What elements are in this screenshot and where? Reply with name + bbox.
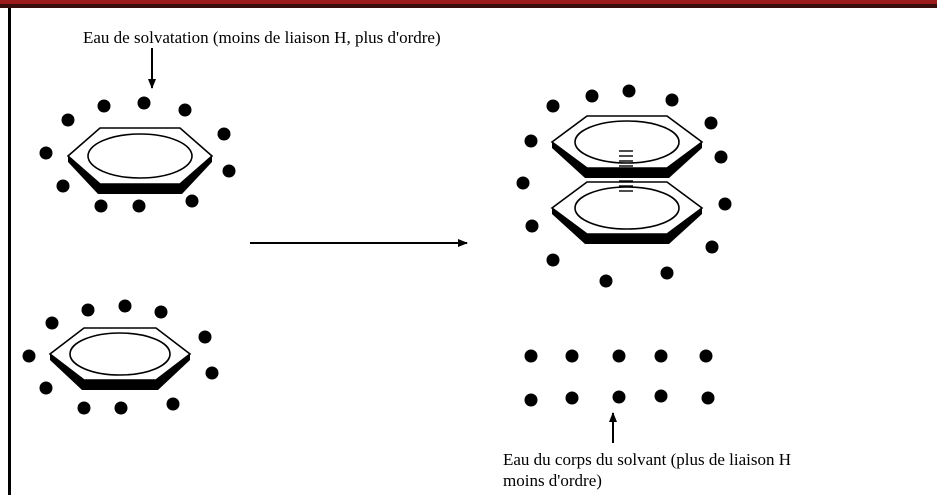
solvation-dot-stacked [524,134,538,148]
solvation-dot-bottom-left [81,303,95,317]
top-border [0,0,937,9]
stacked-benzene-lower [550,181,704,244]
pi-stacking-dashes [619,150,633,192]
solvation-dot-bottom-left [45,316,59,330]
solvation-dot-bottom-left [114,401,128,415]
solvation-dot-stacked [714,150,728,164]
bulk-water-dot [699,349,713,363]
solvation-dot-bottom-left [118,299,132,313]
solvation-dot-bottom-left [198,330,212,344]
solvation-dot-bottom-left [205,366,219,380]
solvation-dot-bottom-left [22,349,36,363]
solvation-dot-bottom-left [39,381,53,395]
solvation-dot-top-left [222,164,236,178]
solvation-dot-top-left [56,179,70,193]
solvation-dot-stacked [599,274,613,288]
solvation-dot-stacked [525,219,539,233]
bulk-water-dot [524,393,538,407]
solvation-dot-top-left [185,194,199,208]
bulk-water-dot [524,349,538,363]
solvation-dot-bottom-left [154,305,168,319]
solvation-dot-top-left [178,103,192,117]
solvation-dot-bottom-left [77,401,91,415]
bulk-water-dot [612,390,626,404]
top-border-dark [0,4,937,8]
solvation-dot-top-left [132,199,146,213]
solvation-dot-stacked [516,176,530,190]
solvation-dot-stacked [585,89,599,103]
solvation-dot-top-left [61,113,75,127]
solvation-dot-top-left [94,199,108,213]
benzene-ring-top-left [66,127,214,194]
bulk-water-dot [654,349,668,363]
bulk-water-dot [565,391,579,405]
solvation-dot-stacked [546,253,560,267]
bulk-water-dot [701,391,715,405]
solvation-dot-stacked [705,240,719,254]
bulk-water-label: Eau du corps du solvant (plus de liaison… [503,449,791,491]
bulk-water-dot [654,389,668,403]
bulk-water-label-line1: Eau du corps du solvant (plus de liaison… [503,450,792,469]
bulk-water-dot [612,349,626,363]
solvation-dot-top-left [217,127,231,141]
benzene-ring-bottom-left [48,327,192,390]
solvation-water-label: Eau de solvatation (moins de liaison H, … [83,28,441,47]
left-border [8,8,11,495]
water-molecule-dots [22,84,732,415]
solvation-dot-stacked [718,197,732,211]
solvation-dot-bottom-left [166,397,180,411]
solvation-dot-stacked [660,266,674,280]
solvation-dot-stacked [665,93,679,107]
solvation-dot-stacked [704,116,718,130]
bulk-water-dot [565,349,579,363]
bulk-water-label-line2: moins d'ordre) [503,471,602,490]
solvation-dot-stacked [622,84,636,98]
solvation-dot-top-left [97,99,111,113]
solvation-dot-top-left [137,96,151,110]
solvation-dot-stacked [546,99,560,113]
stacked-benzene-upper [550,115,704,178]
solvation-dot-top-left [39,146,53,160]
top-border-red [0,0,937,4]
